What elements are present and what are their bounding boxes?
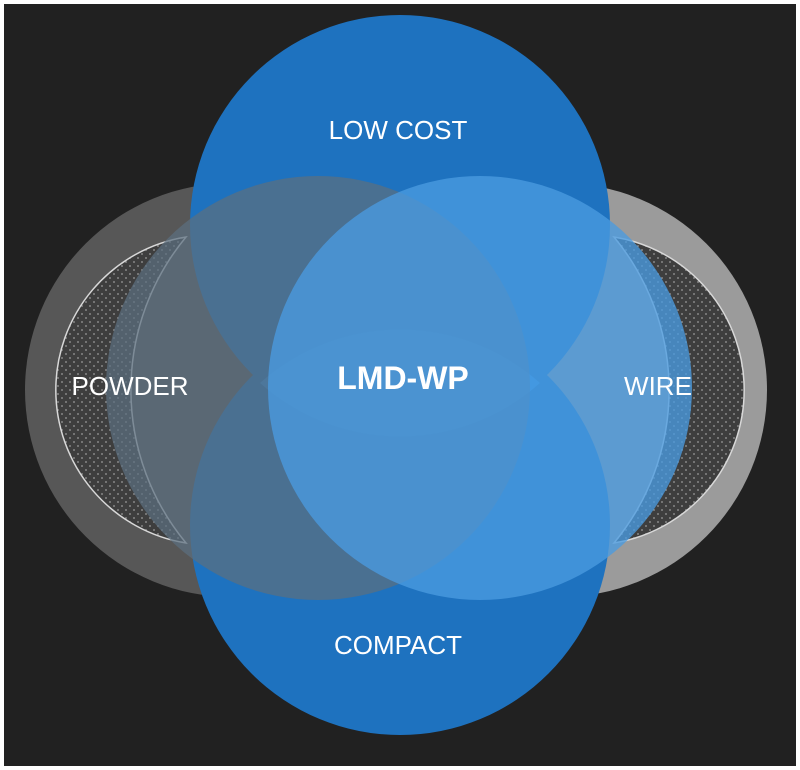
label-low-cost: LOW COST	[329, 115, 468, 145]
label-lmd-wp: LMD-WP	[337, 360, 469, 396]
right-overlap-circle	[268, 176, 692, 600]
label-compact: COMPACT	[334, 630, 462, 660]
label-wire: WIRE	[624, 371, 692, 401]
label-powder: POWDER	[72, 371, 189, 401]
